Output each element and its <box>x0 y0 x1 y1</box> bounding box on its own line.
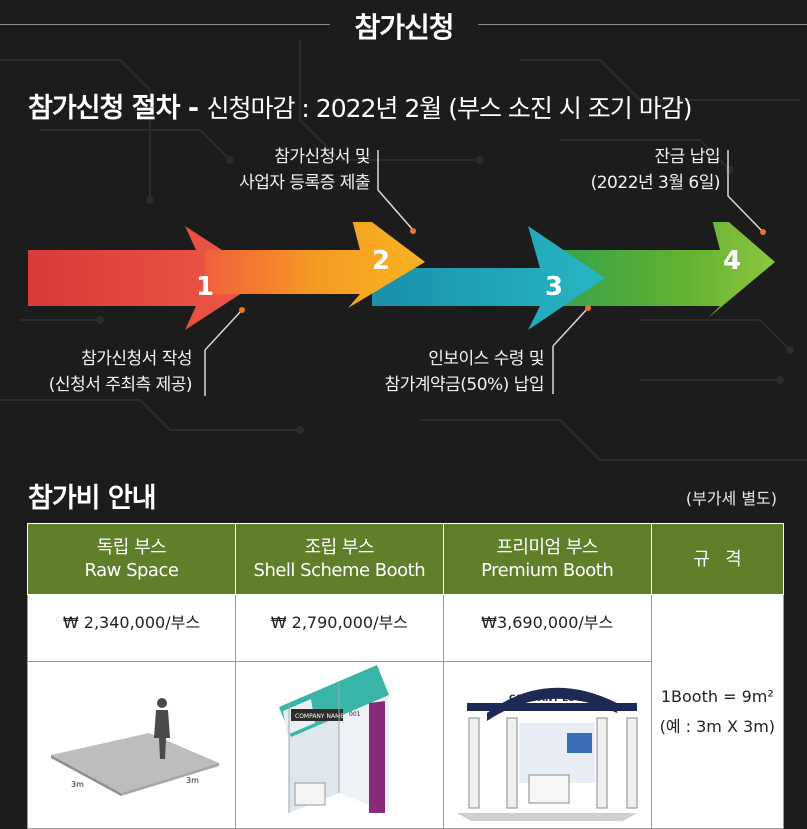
premium-logo-text: COMPANY LOGO <box>509 694 591 704</box>
premium-booth-illustration: COMPANY LOGO <box>457 687 638 821</box>
procedure-heading: 참가신청 절차 - 신청마감 : 2022년 2월 (부스 소진 시 조기 마감… <box>28 86 693 125</box>
step-4-note: 잔금 납입 (2022년 3월 6일) <box>540 144 721 196</box>
shell-scheme-illustration: COMPANY NAME 001 <box>279 665 390 813</box>
step-2-note: 참가신청서 및 사업자 등록증 제출 <box>190 144 370 196</box>
price-premium: ₩3,690,000/부스 <box>442 594 652 662</box>
process-arrows <box>28 222 775 330</box>
step-4-number: 4 <box>723 246 742 276</box>
col-spec: 규 격 <box>650 523 785 595</box>
header-rule-left <box>0 24 330 25</box>
price-row: ₩ 2,340,000/부스 ₩ 2,790,000/부스 ₩3,690,000… <box>27 594 785 829</box>
header-rule-right <box>478 24 807 25</box>
spec-line1: 1Booth = 9m² <box>660 686 774 706</box>
step-3-note: 인보이스 수령 및 참가계약금(50%) 납입 <box>360 346 545 398</box>
shell-number: 001 <box>349 711 361 718</box>
col-shell-en: Shell Scheme Booth <box>253 560 426 581</box>
section-header: 참가신청 <box>0 0 807 60</box>
step-1-note: 참가신청서 작성 (신청서 주최측 제공) <box>20 346 193 398</box>
raw-dim-2: 3m <box>186 776 199 785</box>
step-2-arrow <box>205 222 425 308</box>
step-2-number: 2 <box>372 246 391 276</box>
step-4-line2: (2022년 3월 6일) <box>590 173 721 193</box>
raw-space-illustration: 3m 3m <box>51 698 220 796</box>
image-row: 3m 3m COMPANY NAME 001 <box>27 661 784 829</box>
raw-space-image: 3m 3m <box>27 661 236 829</box>
price-shell: ₩ 2,790,000/부스 <box>234 594 444 662</box>
procedure-dash: - <box>179 93 207 124</box>
procedure-title: 참가신청 절차 <box>28 93 180 124</box>
step-3-line1: 인보이스 수령 및 <box>428 349 544 369</box>
procedure-deadline: 신청마감 : 2022년 2월 (부스 소진 시 조기 마감) <box>206 94 692 123</box>
col-shell-ko: 조립 부스 <box>304 537 375 558</box>
col-premium-ko: 프리미엄 부스 <box>496 537 598 558</box>
page-title: 참가신청 <box>354 11 454 44</box>
raw-dim-1: 3m <box>71 780 84 789</box>
fees-title: 참가비 안내 <box>28 483 157 514</box>
step-1-line2: (신청서 주최측 제공) <box>48 375 193 395</box>
step-3-arrow <box>372 226 605 330</box>
price-raw: ₩ 2,340,000/부스 <box>27 594 236 662</box>
col-raw-ko: 독립 부스 <box>96 537 167 558</box>
step-2-line2: 사업자 등록증 제출 <box>239 173 370 193</box>
step-3-line2: 참가계약금(50%) 납입 <box>384 375 545 395</box>
step-1-number: 1 <box>196 272 215 302</box>
spec-line2: (예 : 3m X 3m) <box>659 716 776 736</box>
step-4-line1: 잔금 납입 <box>654 147 721 167</box>
step-2-line1: 참가신청서 및 <box>274 147 370 167</box>
spec-cell: 1Booth = 9m² (예 : 3m X 3m) <box>650 594 785 829</box>
premium-booth-image: COMPANY LOGO <box>442 661 652 829</box>
col-premium-en: Premium Booth <box>481 560 614 581</box>
step-1-line1: 참가신청서 작성 <box>81 349 192 369</box>
step-4-arrow <box>556 222 775 318</box>
shell-scheme-image: COMPANY NAME 001 <box>234 661 444 829</box>
col-raw-en: Raw Space <box>84 560 179 581</box>
vat-note: (부가세 별도) <box>685 489 777 508</box>
step-3-number: 3 <box>545 272 564 302</box>
shell-sign-text: COMPANY NAME <box>295 713 344 720</box>
